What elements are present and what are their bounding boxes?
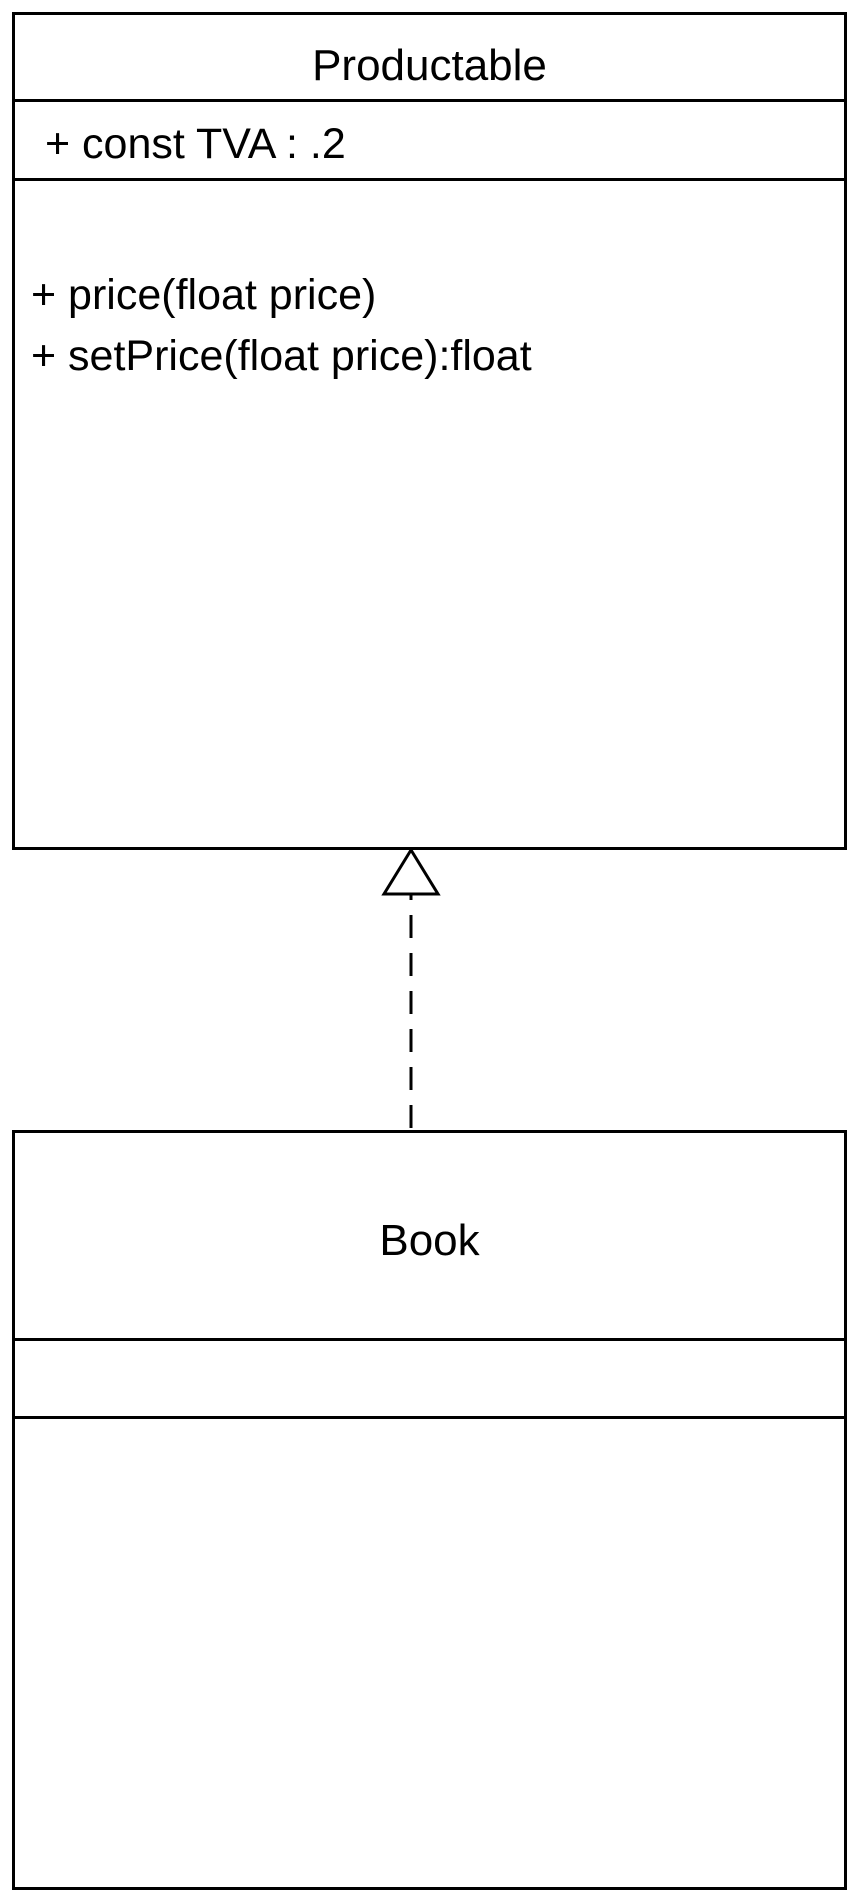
realization-arrowhead-icon: [381, 847, 441, 896]
attribute-tva: + const TVA : .2: [45, 120, 346, 168]
class-divider-name-attributes: [15, 1338, 844, 1341]
class-book[interactable]: Book: [12, 1130, 847, 1890]
class-name-book: Book: [379, 1216, 480, 1265]
method-price: + price(float price): [31, 271, 377, 319]
class-productable[interactable]: Productable + const TVA : .2 + price(flo…: [12, 12, 847, 850]
methods-compartment: + price(float price) + setPrice(float pr…: [31, 265, 532, 387]
method-set-price: + setPrice(float price):float: [31, 332, 532, 380]
class-name-productable: Productable: [312, 41, 547, 90]
class-divider-name-attributes: [15, 99, 844, 102]
class-divider-attributes-methods: [15, 1416, 844, 1419]
class-divider-attributes-methods: [15, 178, 844, 181]
